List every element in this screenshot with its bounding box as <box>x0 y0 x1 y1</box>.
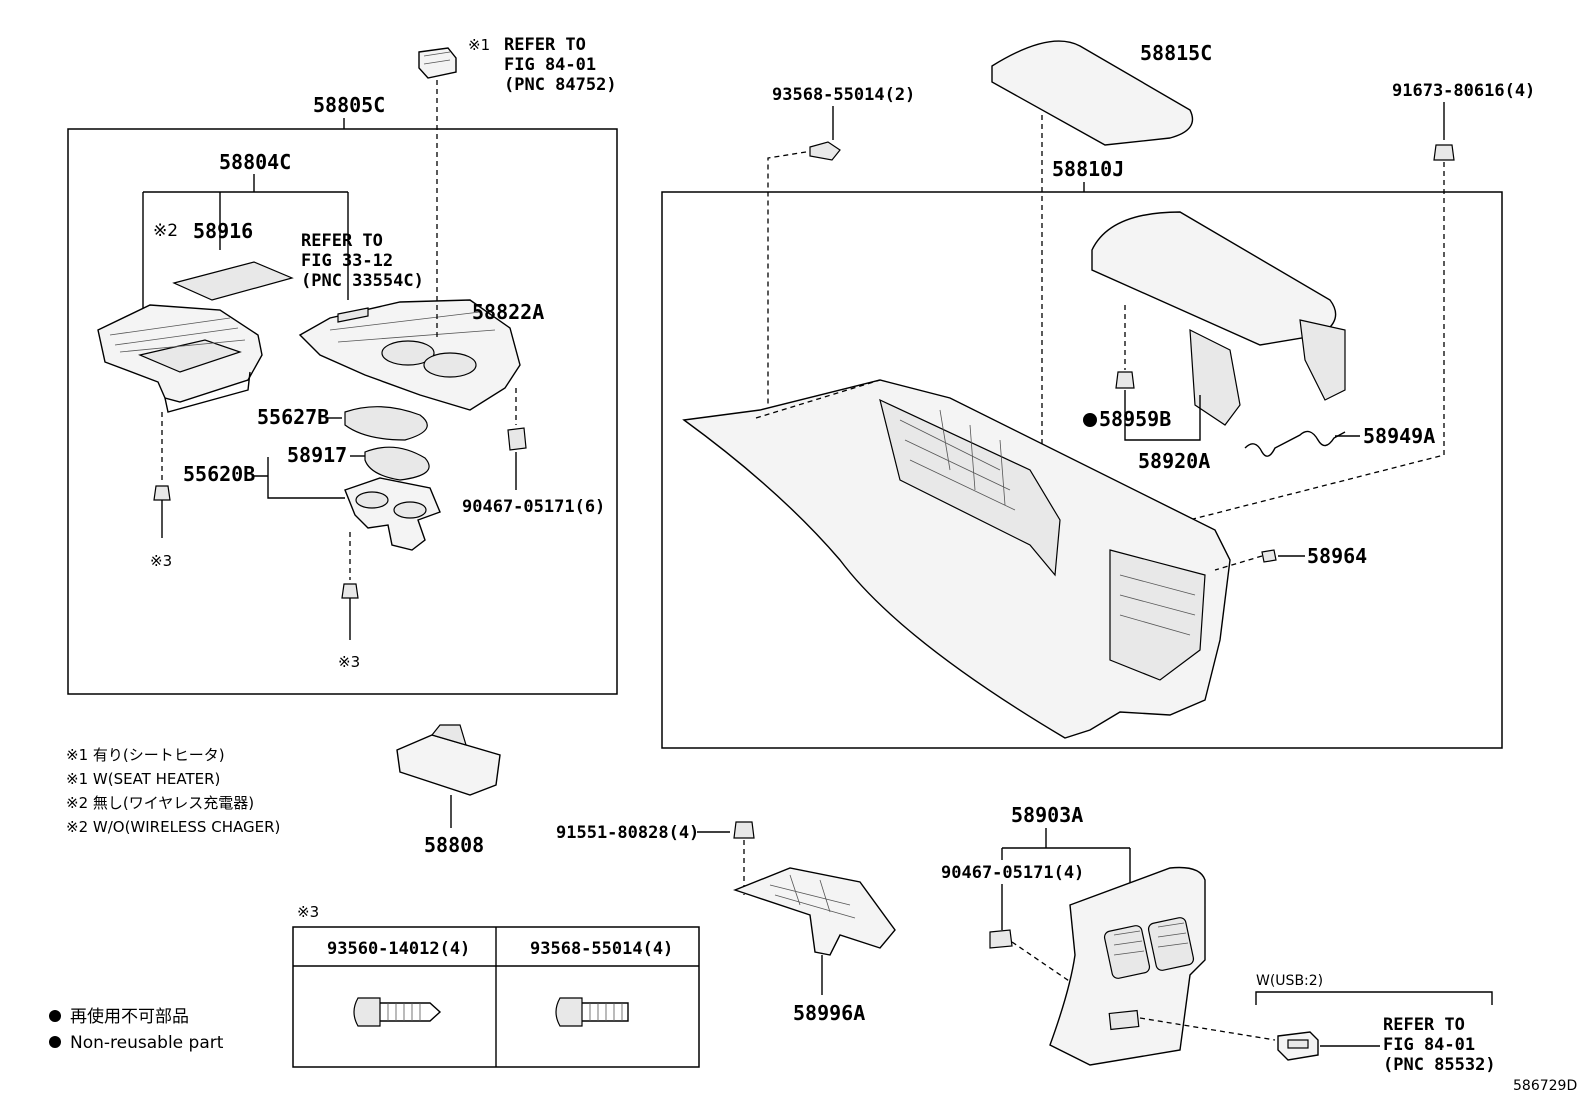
clip-58964 <box>1261 549 1277 563</box>
label-55627b: 55627B <box>257 405 329 429</box>
screw-93560-icon <box>353 997 442 1027</box>
refer2-line1: REFER TO <box>301 231 383 251</box>
label-58917: 58917 <box>287 443 347 467</box>
clip-mid <box>341 583 359 599</box>
group-frame-58810j <box>661 191 1503 749</box>
group-frame-58805c <box>67 128 618 695</box>
legend-note-1-jp: ※1 有り(シートヒータ) <box>66 746 225 764</box>
bolt-91551 <box>733 821 755 839</box>
clip-90467b <box>989 929 1013 949</box>
label-58916: 58916 <box>193 219 253 243</box>
bolt-91673 <box>1433 144 1455 161</box>
label-usb-group: W(USB:2) <box>1256 973 1323 989</box>
refer3-line3: (PNC 85532) <box>1383 1055 1496 1075</box>
label-90467b: 90467-05171(4) <box>941 863 1084 883</box>
label-58959b: 58959B <box>1099 407 1171 431</box>
diagram-id: 586729D <box>1513 1078 1577 1094</box>
refer2-line2: FIG 33-12 <box>301 251 393 271</box>
wireless-pad-58916 <box>172 261 294 301</box>
label-91551: 91551-80828(4) <box>556 823 699 843</box>
label-58815c: 58815C <box>1140 41 1212 65</box>
table-col2: 93568-55014(4) <box>530 939 673 959</box>
label-58822a: 58822A <box>472 300 544 324</box>
spring-58949a <box>1244 430 1346 457</box>
refer1-line2: FIG 84-01 <box>504 55 596 75</box>
cup-mat-55627b <box>344 406 428 441</box>
non-reusable-bullet-1 <box>49 1010 61 1022</box>
label-58810j: 58810J <box>1052 157 1124 181</box>
refer3-line1: REFER TO <box>1383 1015 1465 1035</box>
rear-panel-58903a <box>1049 866 1206 1066</box>
mark3-left: ※3 <box>150 552 172 570</box>
refer1-line3: (PNC 84752) <box>504 75 617 95</box>
non-reusable-bullet-2 <box>49 1036 61 1048</box>
label-58920a: 58920A <box>1138 449 1210 473</box>
label-58949a: 58949A <box>1363 424 1435 448</box>
legend-nonreusable-jp: 再使用不可部品 <box>70 1006 189 1027</box>
label-58996a: 58996A <box>793 1001 865 1025</box>
refer3-line2: FIG 84-01 <box>1383 1035 1475 1055</box>
legend-note-2-en: ※2 W/O(WIRELESS CHAGER) <box>66 818 280 836</box>
non-reusable-mark-58959b <box>1083 413 1097 427</box>
label-58805c: 58805C <box>313 93 385 117</box>
label-58964: 58964 <box>1307 544 1367 568</box>
note-mark-1: ※1 <box>468 36 490 54</box>
screw-93568-icon <box>555 997 629 1027</box>
bracket-58996a <box>732 867 896 956</box>
table-col1: 93560-14012(4) <box>327 939 470 959</box>
upper-panel-58822a <box>298 299 521 411</box>
leader-58804c <box>142 174 349 310</box>
armrest-lid-58815c <box>991 40 1194 146</box>
label-91673: 91673-80616(4) <box>1392 81 1535 101</box>
legend-note-2-jp: ※2 無し(ワイヤレス充電器) <box>66 794 254 812</box>
refer2-line3: (PNC 33554C) <box>301 271 424 291</box>
legend-note-1-en: ※1 W(SEAT HEATER) <box>66 770 220 788</box>
clip-58959b <box>1115 371 1135 389</box>
label-58903a: 58903A <box>1011 803 1083 827</box>
table-mark3: ※3 <box>297 903 319 921</box>
console-tray-58804c <box>97 304 263 413</box>
label-58808: 58808 <box>424 833 484 857</box>
clip-left <box>153 485 171 501</box>
seat-heater-switch <box>418 47 457 79</box>
label-90467a: 90467-05171(6) <box>462 497 605 517</box>
cup-holder-55620b <box>344 477 441 551</box>
label-55620b: 55620B <box>183 462 255 486</box>
legend-nonreusable-en: Non-reusable part <box>70 1033 224 1053</box>
label-93568a: 93568-55014(2) <box>772 85 915 105</box>
usb-port-module <box>1277 1031 1319 1061</box>
mark3-mid: ※3 <box>338 653 360 671</box>
shift-boot-58808 <box>396 724 501 796</box>
console-body-58810j <box>682 379 1231 739</box>
label-58804c: 58804C <box>219 150 291 174</box>
clip-90467a <box>507 427 527 451</box>
refer1-line1: REFER TO <box>504 35 586 55</box>
armrest-58920a <box>1091 211 1346 426</box>
bolt-93568a <box>809 141 841 161</box>
note-mark-2: ※2 <box>153 221 178 241</box>
